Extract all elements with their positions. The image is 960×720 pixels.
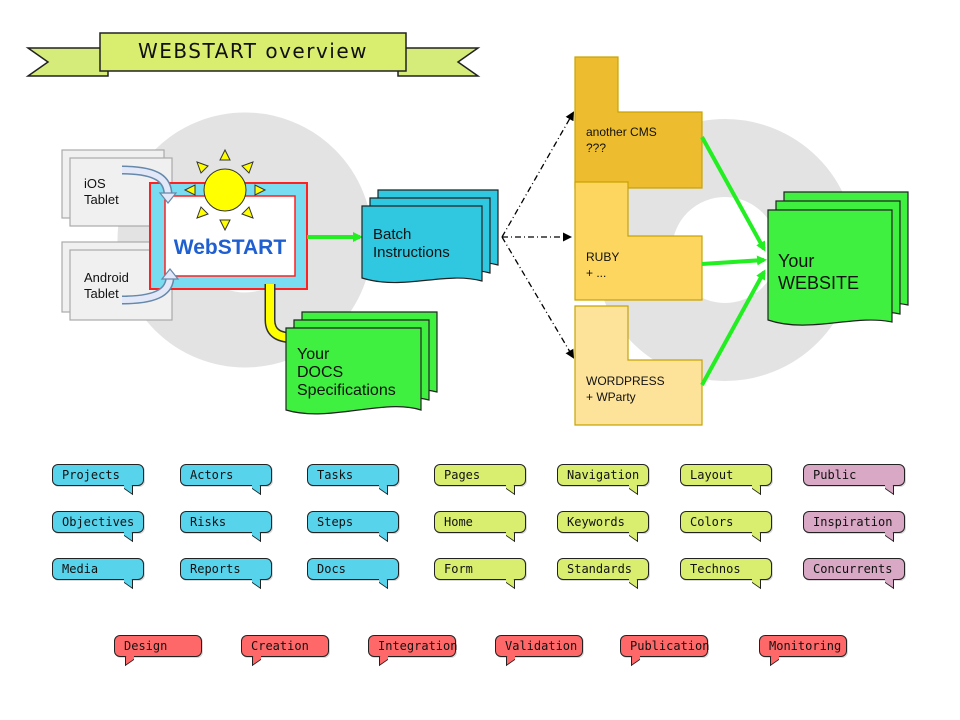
sun-icon [183, 148, 267, 232]
tag-reports: Reports [180, 558, 272, 580]
banner-title: WEBSTART overview [138, 39, 368, 63]
cms-other-label: another CMS ??? [586, 125, 657, 155]
android-flow-arrow [121, 275, 173, 303]
docs-doc-stack [285, 311, 438, 415]
android-tablet-label: Android Tablet [84, 270, 129, 301]
website-arrows [700, 136, 767, 386]
cms-ruby-label: RUBY + ... [586, 250, 620, 280]
tag-form: Form [434, 558, 526, 580]
ios-tablet-label: iOS Tablet [84, 176, 119, 207]
tag-technos: Technos [680, 558, 772, 580]
tag-concurrents: Concurrents [803, 558, 905, 580]
tag-pages: Pages [434, 464, 526, 486]
cms-ruby-shape [574, 181, 703, 301]
tag-tasks: Tasks [307, 464, 399, 486]
cms-wordpress-shape [574, 305, 703, 426]
docs-specifications-label: Your DOCS Specifications [297, 346, 396, 399]
cms-connectors [501, 111, 575, 359]
batch-doc-stack [361, 189, 499, 284]
process-integration: Integration [368, 635, 457, 657]
website-label: Your WEBSITE [778, 251, 860, 293]
process-validation: Validation [495, 635, 583, 657]
tag-media: Media [52, 558, 144, 580]
cms-wordpress-label: WORDPRESS + WParty [586, 374, 665, 404]
tag-public: Public [803, 464, 905, 486]
tag-keywords: Keywords [557, 511, 649, 533]
ios-tablet-card [61, 149, 173, 227]
tag-inspiration: Inspiration [803, 511, 905, 533]
batch-instructions-label: Batch Instructions [373, 226, 450, 261]
cms-other-shape [574, 56, 703, 189]
tag-objectives: Objectives [52, 511, 144, 533]
process-monitoring: Monitoring [759, 635, 847, 657]
tag-risks: Risks [180, 511, 272, 533]
website-doc-stack [767, 191, 909, 326]
title-banner [25, 32, 481, 77]
process-design: Design [114, 635, 202, 657]
tag-navigation: Navigation [557, 464, 649, 486]
tag-docs: Docs [307, 558, 399, 580]
webstart-label: WebSTART [174, 236, 287, 259]
tag-standards: Standards [557, 558, 649, 580]
tag-home: Home [434, 511, 526, 533]
process-creation: Creation [241, 635, 329, 657]
tag-colors: Colors [680, 511, 772, 533]
tag-steps: Steps [307, 511, 399, 533]
tag-layout: Layout [680, 464, 772, 486]
tag-actors: Actors [180, 464, 272, 486]
tag-projects: Projects [52, 464, 144, 486]
process-publication: Publication [620, 635, 709, 657]
ios-flow-arrow [121, 167, 171, 196]
